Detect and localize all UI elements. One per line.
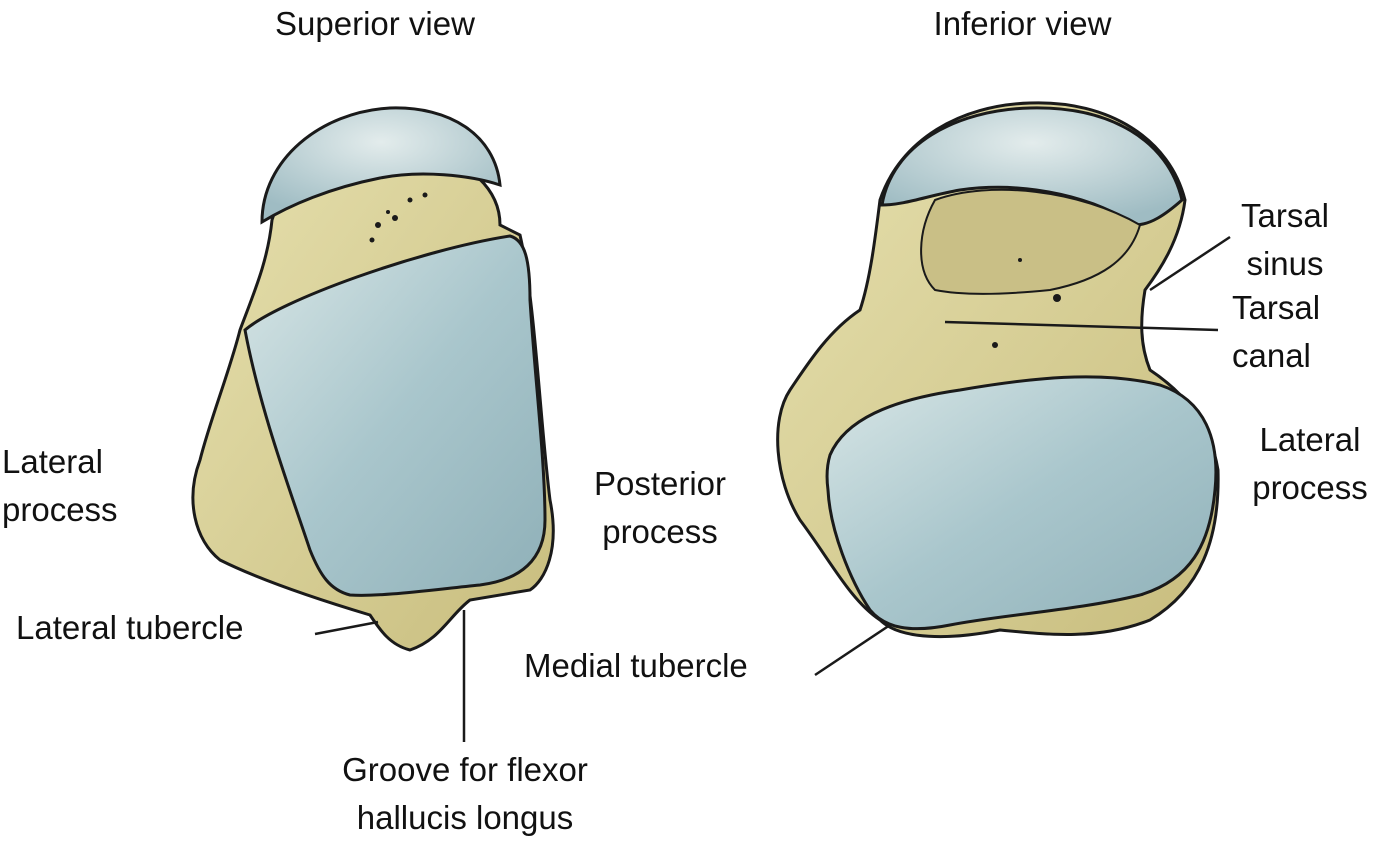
superior-lateral-process-line1: Lateral xyxy=(2,438,103,486)
inferior-view-bone xyxy=(778,103,1218,637)
posterior-process-line2: process xyxy=(560,508,760,556)
superior-view-bone xyxy=(193,108,553,650)
posterior-process-line1: Posterior xyxy=(560,460,760,508)
superior-view-title: Superior view xyxy=(240,0,510,48)
tarsal-sinus-line2: sinus xyxy=(1225,240,1345,288)
groove-label-line2: hallucis longus xyxy=(300,794,630,842)
medial-tubercle-label: Medial tubercle xyxy=(524,642,748,690)
leader-medial-tubercle xyxy=(815,625,890,675)
tarsal-sinus-line1: Tarsal xyxy=(1225,192,1345,240)
lateral-tubercle-label: Lateral tubercle xyxy=(16,604,243,652)
tarsal-canal-line2: canal xyxy=(1232,332,1311,380)
inferior-lateral-process-line1: Lateral xyxy=(1235,416,1385,464)
leader-lateral-tubercle xyxy=(315,622,378,634)
superior-lateral-process-line2: process xyxy=(2,486,118,534)
inferior-lateral-process-line2: process xyxy=(1235,464,1385,512)
inferior-view-title: Inferior view xyxy=(890,0,1155,48)
tarsal-canal-line1: Tarsal xyxy=(1232,284,1320,332)
groove-label-line1: Groove for flexor xyxy=(300,746,630,794)
